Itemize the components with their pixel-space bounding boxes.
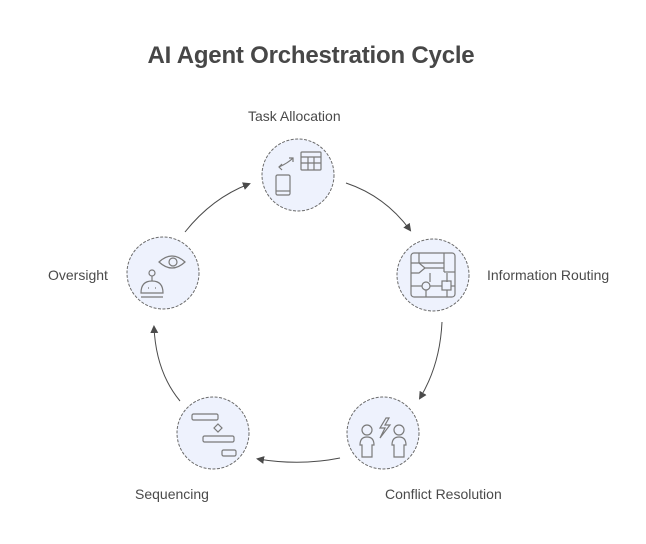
node-information-routing xyxy=(396,238,470,312)
people-conflict-icon xyxy=(359,417,407,458)
node-label-oversight: Oversight xyxy=(48,267,108,283)
node-sequencing xyxy=(176,396,250,470)
edge-arrow-task-to-routing xyxy=(345,182,412,232)
edge-arrow-conflict-to-sequencing xyxy=(256,456,341,464)
node-label-task-allocation: Task Allocation xyxy=(248,108,341,124)
task-allocation-icon xyxy=(275,151,322,196)
node-label-sequencing: Sequencing xyxy=(135,486,209,502)
node-label-information-routing: Information Routing xyxy=(487,267,610,283)
routing-grid-icon xyxy=(410,252,456,298)
edge-arrow-sequencing-to-oversight xyxy=(150,325,181,402)
edge-arrow-routing-to-conflict xyxy=(418,321,443,400)
node-conflict-resolution xyxy=(346,396,420,470)
node-oversight xyxy=(126,236,200,310)
robot-eye-icon xyxy=(140,255,186,298)
gantt-sequence-icon xyxy=(191,413,237,457)
node-task-allocation xyxy=(261,138,335,212)
edge-arrow-oversight-to-task xyxy=(184,182,251,233)
diagram-title: AI Agent Orchestration Cycle xyxy=(147,42,475,69)
node-label-conflict-resolution: Conflict Resolution xyxy=(385,486,502,502)
